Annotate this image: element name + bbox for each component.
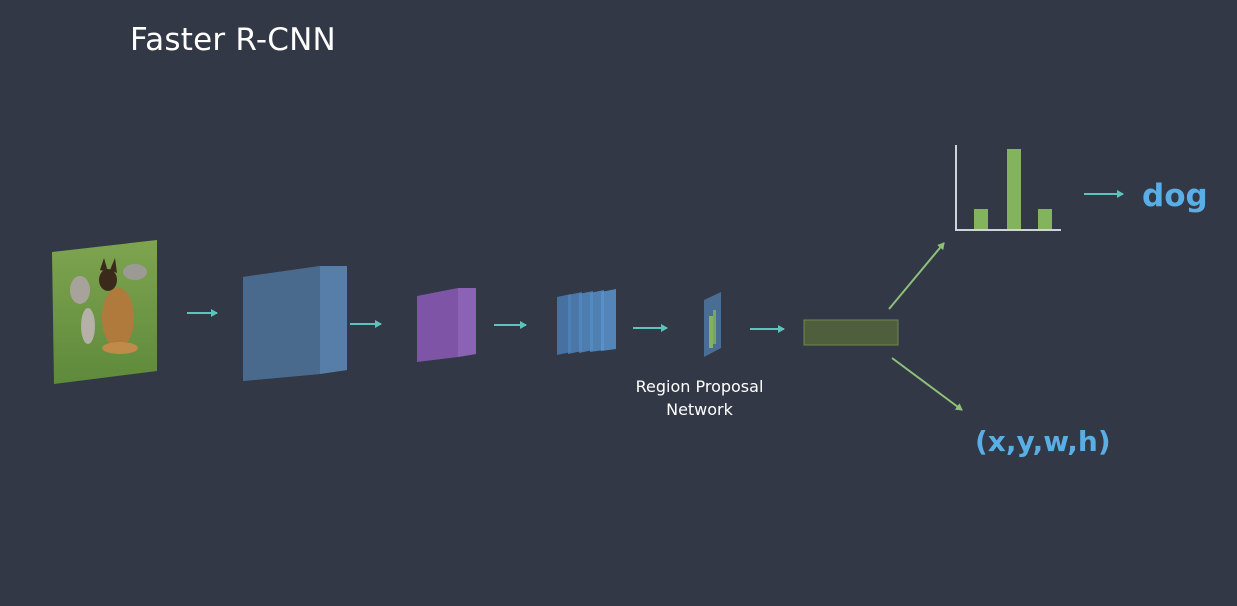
rpn-label-line-1: Region Proposal <box>635 377 764 396</box>
histogram-bar-1 <box>974 209 988 229</box>
input-image <box>52 240 157 384</box>
region-proposal-network-map <box>704 292 721 357</box>
roi-feature-vector <box>803 319 899 346</box>
histogram-bar-3 <box>1038 209 1052 229</box>
conv-block-purple <box>417 288 476 362</box>
arrow-to-bbox <box>891 357 963 411</box>
class-output-label: dog <box>1142 178 1208 214</box>
rpn-label: Region Proposal Network <box>612 375 787 421</box>
bbox-output-label: (x,y,w,h) <box>975 425 1111 458</box>
arrow-to-class <box>888 242 945 310</box>
rpn-label-line-2: Network <box>666 400 733 419</box>
feature-map-stack <box>557 289 616 355</box>
page-title: Faster R-CNN <box>130 22 336 58</box>
conv-block-large <box>243 266 347 381</box>
histogram-bar-2 <box>1007 149 1021 229</box>
class-histogram <box>955 145 1061 231</box>
